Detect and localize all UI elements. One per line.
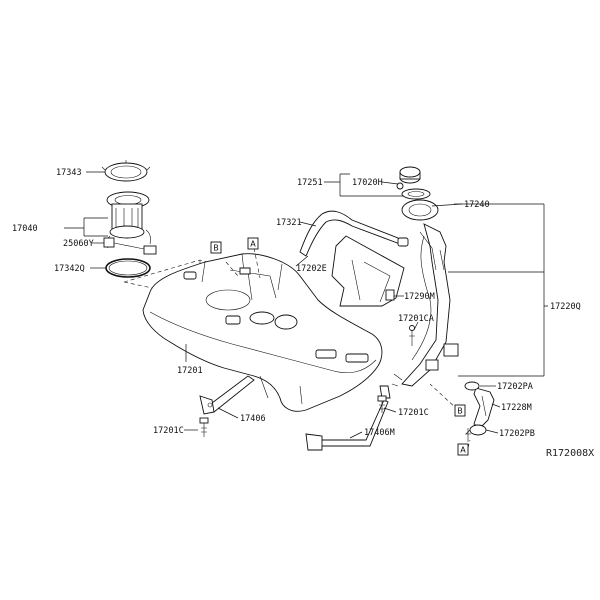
vent-tube [299,210,409,257]
filler-tube [401,223,451,387]
label-17020h: 17020H [352,178,383,188]
label-17201: 17201 [177,366,203,376]
label-17251: 17251 [297,178,323,188]
hose-clamp-upper [464,381,480,391]
label-17202pb: 17202PB [499,429,535,439]
bracket-17251 [324,173,404,197]
leader-lines [86,171,501,449]
label-17202pa: 17202PA [497,382,533,392]
label-17406: 17406 [240,414,266,424]
filler-hose-bolt [465,428,471,442]
tank-strap-left [199,375,255,415]
filler-tube-bracket [425,343,459,371]
svg-text:A: A [250,240,256,249]
label-17202e: 17202E [296,264,327,274]
label-17406m: 17406M [364,428,395,438]
label-17228m: 17228M [501,403,532,413]
svg-text:A: A [460,446,466,455]
filler-tube-bolts [391,325,415,387]
hose-clamp-lower [465,424,487,436]
label-17342q: 17342Q [54,264,85,274]
label-17201c-right: 17201C [398,408,429,418]
label-17290m: 17290M [404,292,435,302]
connector-clip [239,267,251,275]
callout-a-top: A [247,237,259,250]
bracket-17040 [64,217,108,237]
svg-text:B: B [457,407,463,416]
tank-strap-right [305,385,391,451]
fuel-tank [142,253,383,412]
strap-bolt-left [199,417,209,437]
canister-clip [385,289,395,301]
strap-bolt-right [377,395,387,413]
label-17040: 17040 [12,224,38,234]
filler-neck-ring [401,199,439,221]
bracket-17220q [448,203,548,377]
fuel-level-sender [103,237,157,255]
label-17220q: 17220Q [550,302,581,312]
fuel-pump-assembly [106,191,151,249]
label-17201c-left: 17201C [153,426,184,436]
fuel-filler-cap [399,166,421,184]
label-25060y: 25060Y [63,239,94,249]
callout-b-bottom: B [454,404,466,417]
svg-text:B: B [213,244,219,253]
label-17201ca: 17201CA [398,314,434,324]
fuel-pump-lock-ring [101,160,151,182]
callout-b-top: B [210,241,222,254]
label-17321: 17321 [276,218,302,228]
filler-hose [473,387,495,429]
filler-cap-tether [396,182,431,200]
label-17343: 17343 [56,168,82,178]
reference-code: R172008X [546,448,594,459]
label-17240: 17240 [464,200,490,210]
fuel-pump-o-ring [105,258,151,278]
callout-a-bottom: A [457,443,469,456]
heat-shield [331,235,405,307]
